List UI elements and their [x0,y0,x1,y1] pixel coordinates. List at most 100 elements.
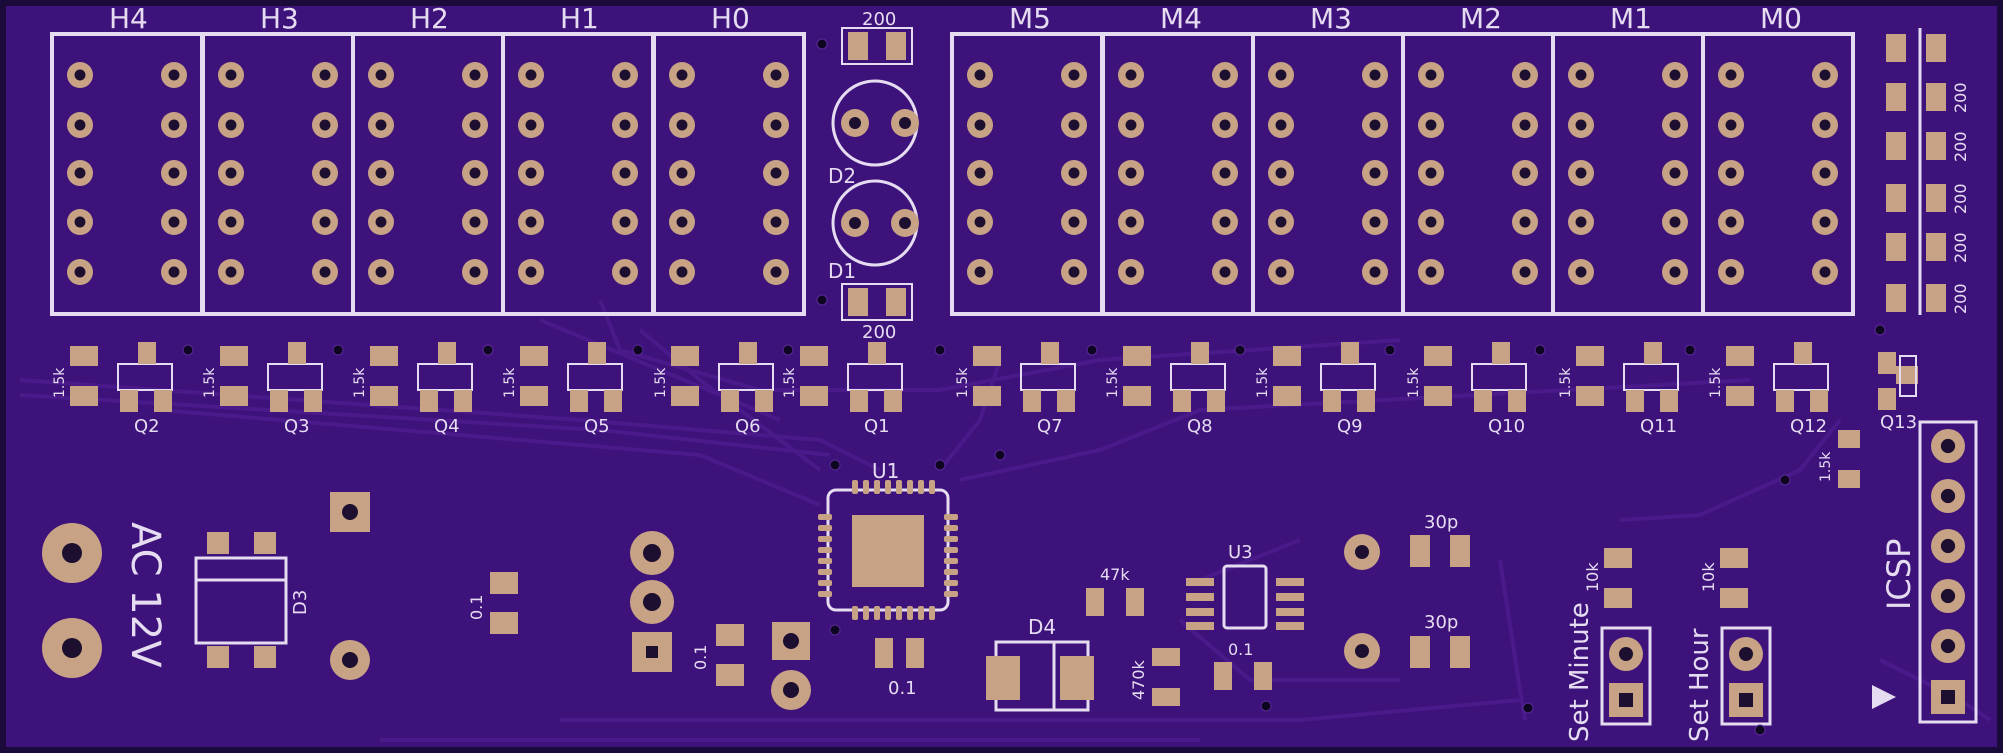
base-resistor-pad [1424,386,1452,406]
transistor-label: Q4 [434,416,460,437]
base-resistor-pad [973,386,1001,406]
rtc-section: 47k 470k U3 0.1 [1086,542,1304,706]
res-470k-label: 470k [1129,659,1148,700]
base-resistor-pad [1424,346,1452,366]
u1-pin [944,547,958,553]
resistor-top-label: 200 [862,9,896,30]
pad-hole [1425,216,1437,228]
u1-pin [874,606,880,620]
via [1260,700,1272,712]
pad-hole [225,69,237,81]
resistor-pad [1926,34,1946,62]
pad-hole [1125,266,1137,278]
pad-hole [469,266,481,278]
via [829,624,841,636]
pad-hole [1575,69,1587,81]
u1-pin [896,606,902,620]
digit-h0-label: H0 [711,2,750,35]
pad-hole [1068,216,1080,228]
digit-h0: H0 [652,2,806,316]
digit-h1-label: H1 [560,2,599,35]
transistor-q13: Q13 1.5k [1818,352,1918,488]
resistor-200-label: 200 [1951,283,1970,314]
crystal-section: 30p 30p [1344,512,1470,669]
cap-01-label-1: 0.1 [467,595,486,620]
u1-pin [944,580,958,586]
transistor-label: Q8 [1187,416,1213,437]
transistor-label: Q12 [1790,416,1827,437]
via [482,344,494,356]
u1-pin [918,480,924,494]
transistor-label: Q9 [1337,416,1363,437]
resistor-r-top [848,32,868,60]
pad-hole [168,167,180,179]
u1-pin [818,569,832,575]
transistor-pad [1357,390,1375,412]
u1-pin [944,558,958,564]
cap-30p-label-1: 30p [1424,512,1458,533]
base-resistor-pad [70,386,98,406]
base-resistor-pad [1576,386,1604,406]
pad-hole [1425,69,1437,81]
pad-hole [1725,216,1737,228]
pad-hole [1369,266,1381,278]
base-resistor-pad [520,346,548,366]
transistor-pad [1492,342,1510,364]
base-resistor-label: 1.5k [352,367,368,398]
pad-hole [168,119,180,131]
pad-hole [1575,216,1587,228]
pad-hole [1669,119,1681,131]
transistor-pad [138,342,156,364]
pad-hole [525,69,537,81]
base-resistor-pad [973,346,1001,366]
pad-hole [225,216,237,228]
digit-h2-label: H2 [410,2,449,35]
transistor-pad [1644,342,1662,364]
transistor-pad [304,390,322,412]
pad-hole [1275,266,1287,278]
pad-hole [619,216,631,228]
pad-hole [319,167,331,179]
pad-hole [1068,69,1080,81]
u1-pin [818,514,832,520]
via [816,294,828,306]
transistor-pad [1660,390,1678,412]
resistor-200: 200 [1886,183,1970,214]
resistor-outline [841,27,913,65]
base-resistor-pad [520,386,548,406]
u1-pin [907,606,913,620]
pad-hole [1219,119,1231,131]
transistor-pad [1508,390,1526,412]
base-resistor-label: 1.5k [1406,367,1422,398]
pad-hole [1519,266,1531,278]
pad-hole [1519,167,1531,179]
base-resistor-pad [1123,346,1151,366]
pad-hole [974,119,986,131]
base-resistor-label: 1.5k [52,367,68,398]
transistor-pad [721,390,739,412]
via [994,449,1006,461]
res-47k-label: 47k [1100,565,1130,584]
icsp-label: ICSP [1880,539,1918,610]
transistor-pad [454,390,472,412]
resistor-pad [1926,233,1946,261]
u1-pin [929,606,935,620]
pad-hole [1669,266,1681,278]
resistor-200 [1886,34,1946,62]
resistor-200: 200 [1886,232,1970,263]
via [934,344,946,356]
led-d1-label: D1 [828,259,856,283]
pad-hole [676,119,688,131]
pad-hole [1369,69,1381,81]
set-hour-label: Set Hour [1685,628,1715,742]
pad-hole [74,167,86,179]
pad-hole [676,69,688,81]
pad-hole [525,119,537,131]
